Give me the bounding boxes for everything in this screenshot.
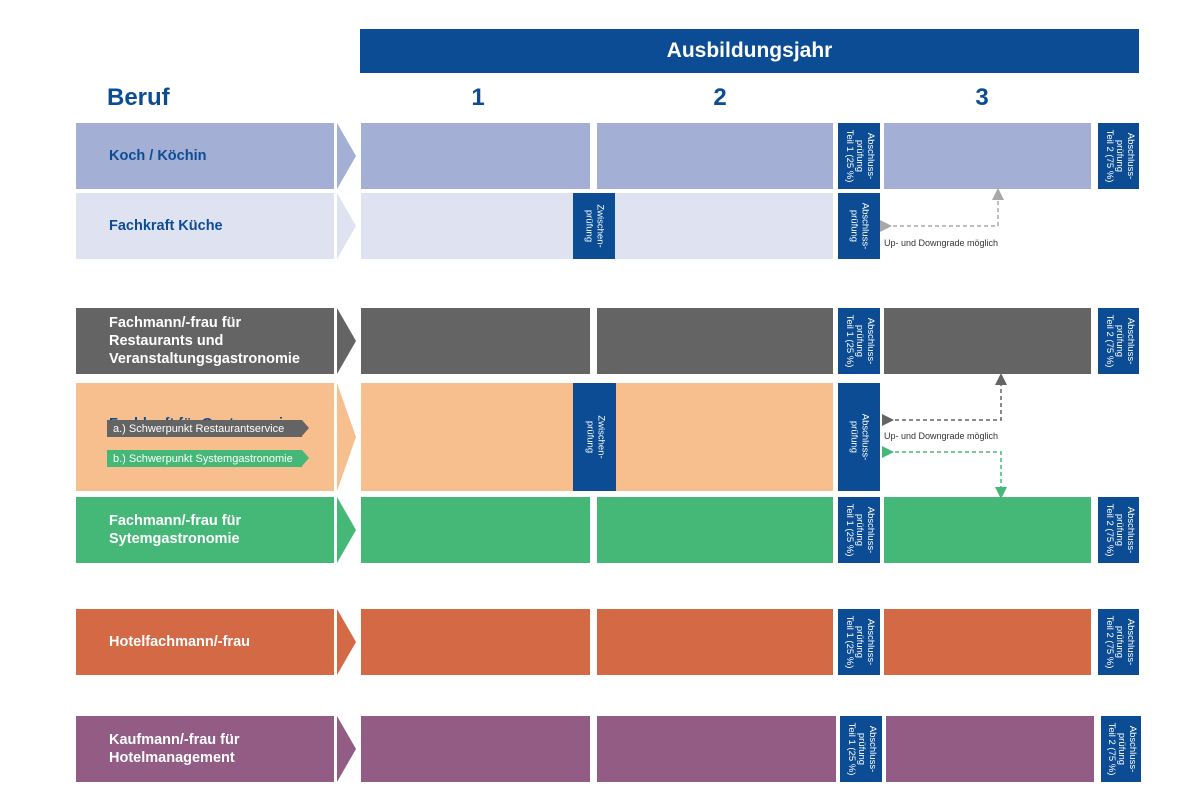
beruf-heading: Beruf [107, 84, 170, 111]
row-chevron-kaufmann [337, 716, 356, 782]
timeline-segment-kaufmann-1 [361, 716, 590, 782]
timeline-segment-koch-1 [361, 123, 590, 189]
year-1-label: 1 [471, 84, 485, 111]
row-label-hotel: Hotelfachmann/-frau [76, 609, 334, 675]
exam-badge-zwischen-fachkraft-gastro: Zwischen- prüfung [573, 383, 616, 491]
timeline-segment-restaurant-3 [884, 308, 1091, 374]
subtag-schwerpunkt-a: a.) Schwerpunkt Restaurantservice [107, 420, 302, 437]
arrow-gastro-restaurant [882, 373, 1007, 426]
exam-badge-teil2-koch: Abschluss- prüfung Teil 2 (75 %) [1098, 123, 1139, 189]
timeline-segment-restaurant-1 [361, 308, 590, 374]
timeline-segment-kaufmann-2 [597, 716, 836, 782]
row-label-fachkraft-kueche: Fachkraft Küche [76, 193, 334, 259]
timeline-segment-restaurant-2 [597, 308, 833, 374]
exam-badge-teil2-system: Abschluss- prüfung Teil 2 (75 %) [1098, 497, 1139, 563]
timeline-segment-fachkraft-gastro-2 [616, 383, 833, 491]
timeline-segment-koch-2 [597, 123, 833, 189]
timeline-segment-kaufmann-3 [886, 716, 1094, 782]
timeline-segment-fachkraft-gastro-1 [361, 383, 573, 491]
row-label-kaufmann: Kaufmann/-frau für Hotelmanagement [76, 716, 334, 782]
header-ausbildungsjahr: Ausbildungsjahr [360, 29, 1139, 73]
timeline-segment-system-2 [597, 497, 833, 563]
row-chevron-koch [337, 123, 356, 189]
subtag-tip-b [302, 450, 309, 466]
exam-badge-abschluss-fachkraft-kueche: Abschluss- prüfung [838, 193, 880, 259]
row-title-hotel: Hotelfachmann/-frau [109, 634, 250, 650]
timeline-segment-system-3 [884, 497, 1091, 563]
exam-badge-teil2-kaufmann: Abschluss- prüfung Teil 2 (75 %) [1101, 716, 1141, 782]
exam-badge-teil2-hotel: Abschluss- prüfung Teil 2 (75 %) [1098, 609, 1139, 675]
timeline-segment-fachkraft-kueche-2 [590, 193, 833, 259]
row-label-system: Fachmann/-frau für Sytemgastronomie [76, 497, 334, 563]
exam-badge-teil1-hotel: Abschluss- prüfung Teil 1 (25 %) [838, 609, 880, 675]
row-title-koch: Koch / Köchin [109, 148, 207, 164]
timeline-segment-hotel-1 [361, 609, 590, 675]
row-chevron-restaurant [337, 308, 356, 374]
timeline-segment-system-1 [361, 497, 590, 563]
row-title-system: Fachmann/-frau für Sytemgastronomie [109, 513, 242, 547]
arrow-gastro-system [882, 446, 1007, 499]
row-title-fachkraft-kueche: Fachkraft Küche [109, 218, 223, 234]
row-chevron-fachkraft-gastro [337, 383, 356, 491]
timeline-segment-koch-3 [884, 123, 1091, 189]
exam-badge-teil2-restaurant: Abschluss- prüfung Teil 2 (75 %) [1098, 308, 1139, 374]
row-label-restaurant: Fachmann/-frau für Restaurants und Veran… [76, 308, 334, 374]
row-chevron-system [337, 497, 356, 563]
year-3-label: 3 [975, 84, 989, 111]
arrow-kueche-koch [880, 188, 1004, 232]
exam-badge-teil1-restaurant: Abschluss- prüfung Teil 1 (25 %) [838, 308, 880, 374]
row-chevron-fachkraft-kueche [337, 193, 356, 259]
exam-badge-abschluss-fachkraft-gastro: Abschluss- prüfung [838, 383, 880, 491]
timeline-segment-hotel-3 [884, 609, 1091, 675]
row-title-restaurant: Fachmann/-frau für Restaurants und Veran… [109, 315, 300, 367]
exam-badge-zwischen-fachkraft-kueche: Zwischen- prüfung [573, 193, 615, 259]
exam-badge-teil1-kaufmann: Abschluss- prüfung Teil 1 (25 %) [840, 716, 882, 782]
updown-note-gastro: Up- und Downgrade möglich [884, 431, 999, 441]
subtag-tip-a [302, 420, 309, 436]
row-chevron-hotel [337, 609, 356, 675]
row-label-koch: Koch / Köchin [76, 123, 334, 189]
subtag-schwerpunkt-b: b.) Schwerpunkt Systemgastronomie [107, 450, 302, 467]
year-2-label: 2 [713, 84, 727, 111]
timeline-segment-fachkraft-kueche-1 [361, 193, 573, 259]
exam-badge-teil1-system: Abschluss- prüfung Teil 1 (25 %) [838, 497, 880, 563]
row-title-kaufmann: Kaufmann/-frau für Hotelmanagement [109, 732, 240, 766]
exam-badge-teil1-koch: Abschluss- prüfung Teil 1 (25 %) [838, 123, 880, 189]
updown-note-kueche: Up- und Downgrade möglich [884, 238, 999, 248]
timeline-segment-hotel-2 [597, 609, 833, 675]
